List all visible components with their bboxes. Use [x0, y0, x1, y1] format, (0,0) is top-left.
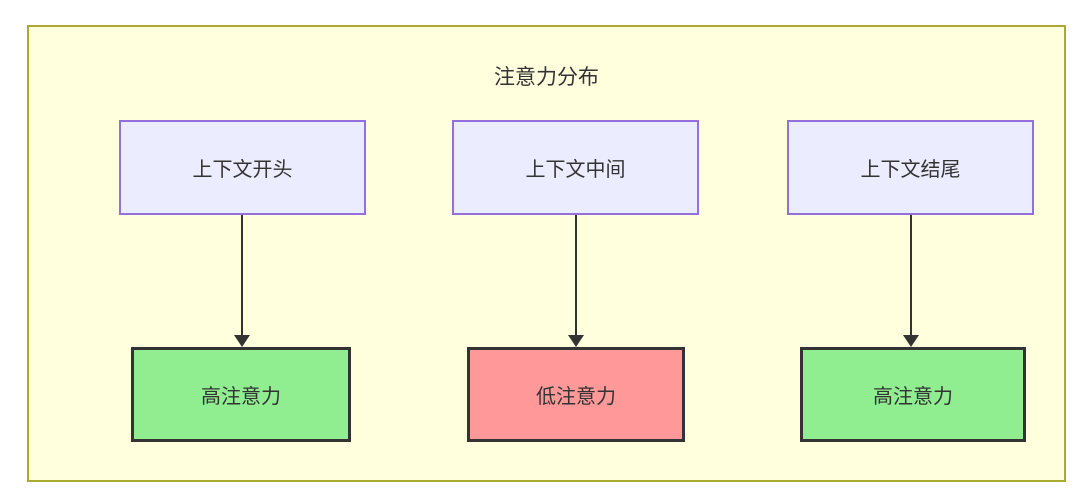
- node-label: 上下文中间: [525, 159, 626, 181]
- arrow-down-connector: [568, 215, 584, 347]
- diagram-title: 注意力分布: [494, 66, 599, 89]
- node-context-end: 上下文结尾: [787, 120, 1034, 215]
- node-high-attention-left: 高注意力: [131, 347, 351, 442]
- arrow-down-icon: [568, 335, 584, 347]
- node-label: 高注意力: [873, 386, 953, 408]
- node-label: 高注意力: [201, 386, 281, 408]
- node-context-middle: 上下文中间: [452, 120, 699, 215]
- attention-distribution-container: 注意力分布 上下文开头 高注意力 上下文中间 低注意力 上下文结尾: [27, 25, 1066, 482]
- arrow-shaft: [910, 215, 912, 335]
- arrow-shaft: [575, 215, 577, 335]
- arrow-down-icon: [903, 335, 919, 347]
- node-low-attention: 低注意力: [467, 347, 685, 442]
- node-label: 上下文结尾: [860, 159, 961, 181]
- arrow-down-connector: [234, 215, 250, 347]
- arrow-shaft: [241, 215, 243, 335]
- node-label: 上下文开头: [192, 159, 293, 181]
- node-label: 低注意力: [536, 386, 616, 408]
- arrow-down-connector: [903, 215, 919, 347]
- node-context-beginning: 上下文开头: [119, 120, 366, 215]
- arrow-down-icon: [234, 335, 250, 347]
- node-high-attention-right: 高注意力: [800, 347, 1026, 442]
